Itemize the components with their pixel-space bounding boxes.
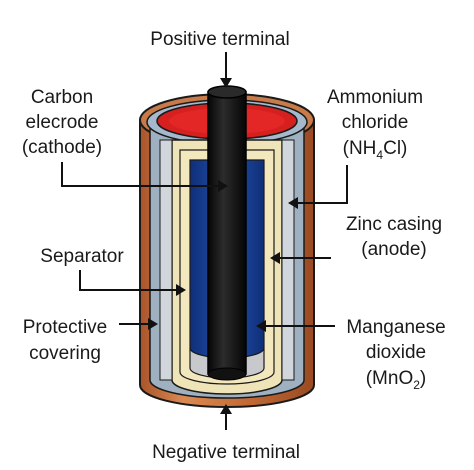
ammonium-label-line1: Ammonium — [327, 87, 423, 108]
manganese-dioxide-label: Manganese dioxide (MnO2) — [346, 317, 445, 392]
negative-terminal-label: Negative terminal — [152, 442, 300, 463]
zinc-casing-label: Zinc casing (anode) — [346, 214, 442, 260]
protective-label-line2: covering — [29, 343, 101, 364]
arrows — [61, 52, 348, 430]
zinc-label-line1: Zinc casing — [346, 214, 442, 235]
manganese-label-line1: Manganese — [346, 317, 445, 338]
protective-label-line1: Protective — [23, 317, 107, 338]
carbon-label-line1: Carbon — [31, 87, 93, 108]
ammonium-chloride-arrow — [294, 165, 348, 204]
protective-covering-label: Protective covering — [23, 317, 107, 364]
carbon-rod-shape — [207, 85, 247, 381]
carbon-label-line2: elecrode — [26, 112, 99, 133]
manganese-label-line3: (MnO2) — [366, 368, 427, 392]
ammonium-label-line3: (NH4Cl) — [343, 138, 408, 162]
carbon-electrode-arrow — [61, 162, 222, 187]
manganese-label-line2: dioxide — [366, 342, 426, 363]
carbon-electrode-label: Carbon elecrode (cathode) — [22, 87, 102, 158]
separator-arrow — [79, 270, 180, 291]
separator-label: Separator — [40, 246, 124, 267]
zinc-label-line2: (anode) — [361, 239, 427, 260]
positive-terminal-label: Positive terminal — [150, 29, 289, 50]
ammonium-chloride-label: Ammonium chloride (NH4Cl) — [327, 87, 423, 162]
ammonium-label-line2: chloride — [342, 112, 409, 133]
carbon-label-line3: (cathode) — [22, 137, 102, 158]
